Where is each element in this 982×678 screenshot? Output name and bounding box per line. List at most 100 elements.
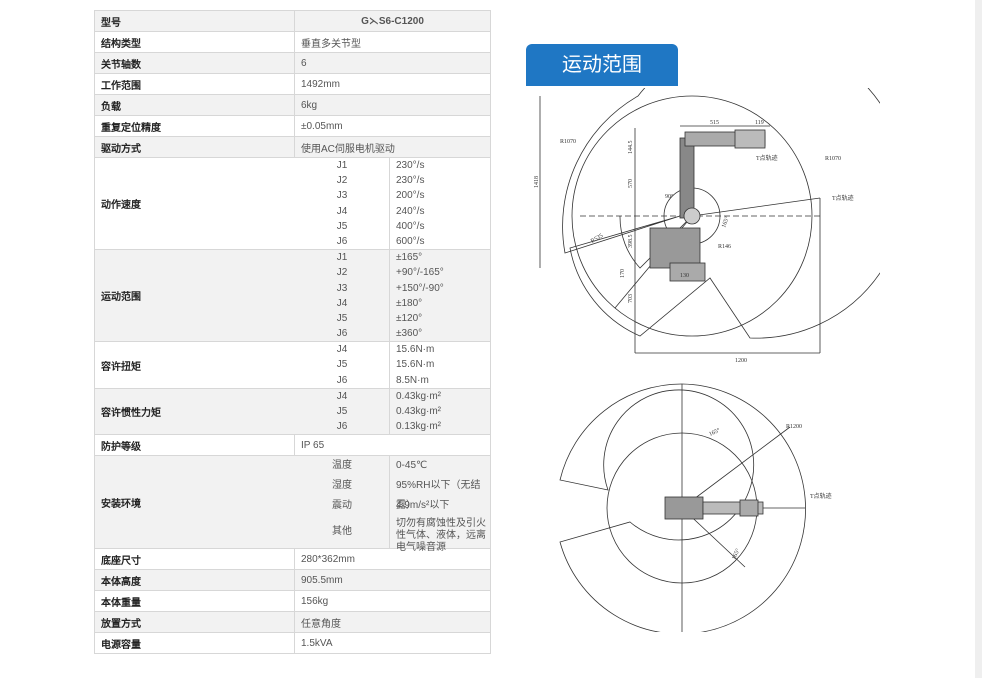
spec-sub-value: +90°/-165° [396,267,444,279]
spec-value: 6kg [294,94,491,116]
spec-sub-value: 切勿有腐蚀性及引火性气体、液体，远离电气噪音源 [396,518,486,554]
spec-value: G⋋S6-C1200 [294,10,491,32]
spec-sub-key: J5 [336,406,348,417]
svg-text:170: 170 [620,269,626,278]
side-view-diagram: 515 119 R1070 R1070 144.5 1418 570 90° 1… [534,88,880,363]
spec-sub-key: J5 [336,220,348,232]
spec-sub-value: 200°/s [396,190,425,202]
spec-value: 1.5kVA [294,632,491,655]
spec-sub-value: ±165° [396,252,423,264]
svg-text:1200: 1200 [735,358,747,363]
svg-text:570: 570 [628,179,634,188]
spec-sub-value: +150°/-90° [396,282,444,294]
svg-text:T点轨迹: T点轨迹 [756,154,778,162]
spec-label: 本体重量 [94,590,295,613]
top-view-diagram: R1200 165° 165° T点轨迹 [559,383,832,632]
spec-value: 280*362mm [294,548,491,571]
spec-sub-value: 230°/s [396,175,425,187]
spec-sub-key: J5 [336,312,348,324]
spec-value: ±0.05mm [294,115,491,137]
spec-label: 驱动方式 [94,136,295,158]
spec-sub-key: J6 [336,421,348,433]
spec-sub-key: J4 [336,205,348,217]
svg-text:165°: 165° [720,215,731,229]
spec-sub-key: J4 [336,390,348,402]
spec-sub-value: 0.43kg·m² [396,406,442,417]
spec-sub-value: 15.6N·m [396,344,435,356]
svg-text:R1200: R1200 [786,424,802,430]
spec-sub-key: 温度 [332,460,352,472]
spec-sub-value: 230°/s [396,160,425,171]
spec-sub-key: 震动 [332,500,352,512]
spec-label: 容许惯性力矩 [101,408,161,420]
spec-label: 型号 [94,10,295,32]
spec-row: 结构类型垂直多关节型 [94,31,491,53]
svg-text:T点轨迹: T点轨迹 [832,194,854,202]
spec-value: IP 65 [294,434,491,457]
svg-text:119: 119 [755,120,764,126]
spec-sub-key: J1 [336,252,348,264]
svg-text:R1070: R1070 [560,139,576,145]
spec-sub-key: J2 [336,175,348,187]
spec-value: 905.5mm [294,569,491,592]
spec-label: 防护等级 [94,434,295,457]
svg-text:703: 703 [628,294,634,303]
svg-text:165°: 165° [730,547,741,561]
spec-sub-value: ±120° [396,312,423,324]
svg-text:398.5: 398.5 [628,235,634,249]
spec-sub-value: 4.9m/s²以下 [396,500,450,512]
spec-sub-value: 0.13kg·m² [396,421,442,433]
spec-sub-value: 15.6N·m [396,359,435,371]
spec-sub-key: J1 [336,160,348,171]
spec-label: 安装环境 [101,498,141,510]
svg-text:R535: R535 [590,233,604,245]
spec-sub-value: 240°/s [396,205,425,217]
spec-sub-value: 0-45℃ [396,460,428,472]
spec-sub-key: J3 [336,282,348,294]
svg-text:144.5: 144.5 [628,141,634,155]
spec-label: 关节轴数 [94,52,295,74]
spec-sub-value: 600°/s [396,235,425,247]
svg-text:T点轨迹: T点轨迹 [810,492,832,500]
spec-row: 重复定位精度±0.05mm [94,115,491,137]
spec-label: 底座尺寸 [94,548,295,571]
spec-label: 工作范围 [94,73,295,95]
spec-label: 动作速度 [101,200,141,212]
spec-sub-value: 95%RH以下（无结露） [396,480,481,512]
spec-row: 放置方式任意角度 [94,611,491,634]
spec-label: 电源容量 [94,632,295,655]
svg-text:R146: R146 [718,244,731,250]
spec-value: 垂直多关节型 [294,31,491,53]
spec-sub-key: J5 [336,359,348,371]
scrollbar[interactable] [975,0,982,678]
spec-label: 运动范围 [101,292,141,304]
svg-text:90°: 90° [665,193,674,200]
spec-sub-value: 400°/s [396,220,425,232]
spec-value: 1492mm [294,73,491,95]
spec-value: 6 [294,52,491,74]
spec-label: 重复定位精度 [94,115,295,137]
spec-row: 驱动方式使用AC伺服电机驱动 [94,136,491,158]
spec-value: 任意角度 [294,611,491,634]
spec-value: 使用AC伺服电机驱动 [294,136,491,158]
spec-sub-key: J3 [336,190,348,202]
spec-label: 本体高度 [94,569,295,592]
svg-text:R1070: R1070 [825,156,841,162]
spec-sub-key: 湿度 [332,480,352,492]
spec-sub-key: J4 [336,344,348,356]
